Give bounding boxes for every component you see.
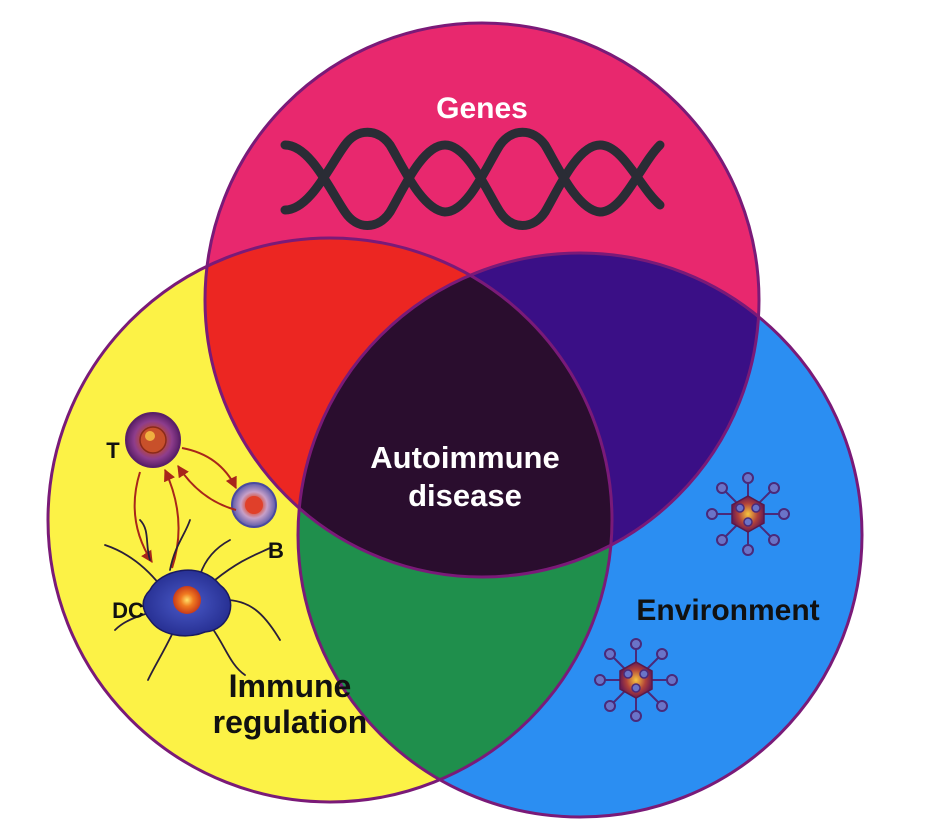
autoimmune-label-line1: Autoimmune	[370, 440, 560, 475]
virus-icon	[594, 638, 678, 722]
b-cell-icon	[231, 482, 277, 528]
environment-label: Environment	[636, 594, 820, 627]
virus-icon	[706, 472, 790, 556]
t-cell-icon	[125, 412, 181, 468]
genes-label: Genes	[436, 92, 528, 125]
cell-interaction-arrows	[133, 447, 237, 569]
circle-outlines	[46, 21, 864, 819]
b-cell-label: B	[268, 538, 284, 563]
dc-cell-label: DC	[112, 598, 144, 623]
immune-label-line2: regulation	[212, 704, 368, 740]
t-cell-label: T	[106, 438, 120, 463]
dna-helix-icon	[280, 127, 665, 230]
autoimmune-label-line2: disease	[408, 478, 522, 513]
autoimmune-overlap	[298, 253, 612, 577]
dendritic-cell-icon	[104, 519, 281, 681]
immune-label-line1: Immune	[228, 668, 352, 704]
